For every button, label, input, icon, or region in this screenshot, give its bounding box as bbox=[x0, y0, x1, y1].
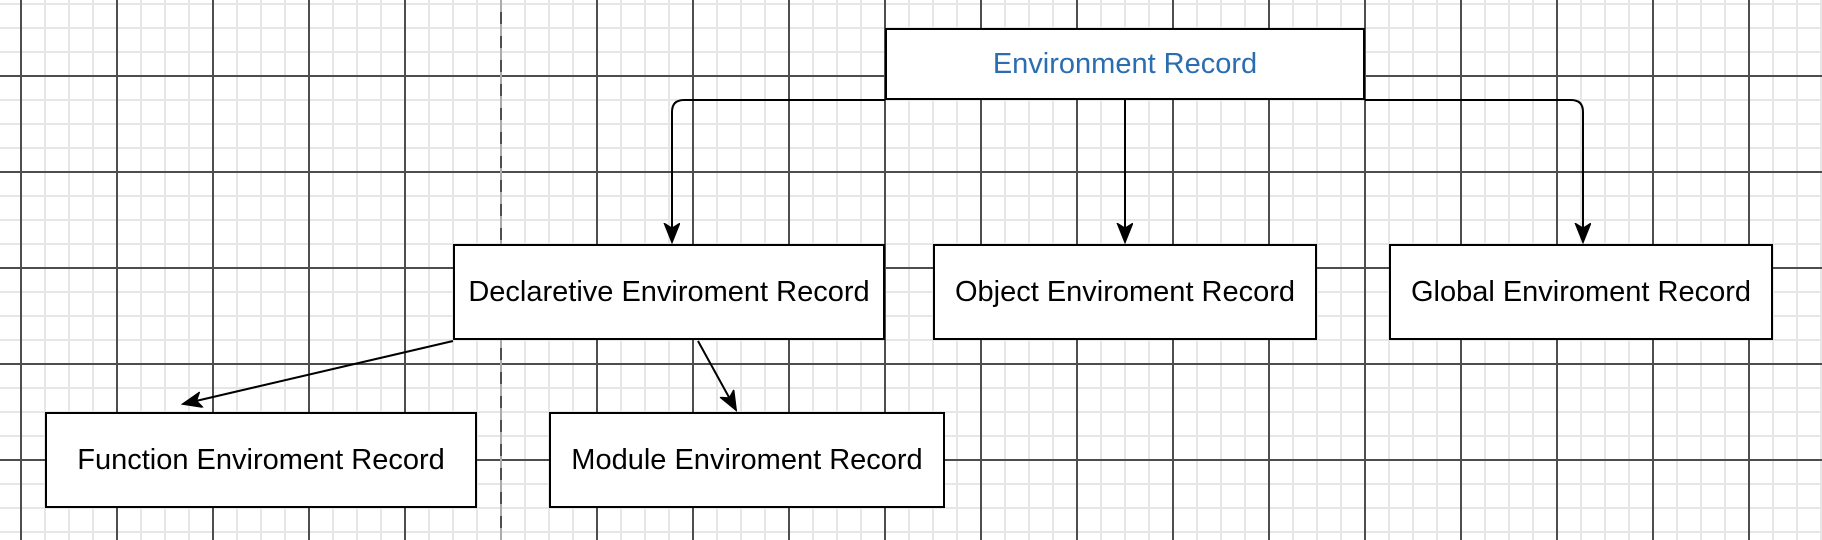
node-environment-record-label: Environment Record bbox=[992, 47, 1258, 80]
edge-declarative-to-module[interactable] bbox=[697, 340, 736, 410]
node-declarative-environment-record-label: Declaretive Enviroment Record bbox=[468, 275, 870, 308]
node-environment-record[interactable]: Environment Record bbox=[885, 28, 1365, 100]
node-module-environment-record-label: Module Enviroment Record bbox=[571, 443, 923, 476]
edge-environment-to-global[interactable] bbox=[1365, 99, 1583, 242]
node-module-environment-record[interactable]: Module Enviroment Record bbox=[549, 412, 945, 508]
edge-declarative-to-function[interactable] bbox=[183, 340, 454, 404]
node-object-environment-record-label: Object Enviroment Record bbox=[954, 275, 1296, 308]
node-declarative-environment-record[interactable]: Declaretive Enviroment Record bbox=[453, 244, 885, 340]
edge-environment-to-declarative[interactable] bbox=[672, 99, 885, 242]
node-object-environment-record[interactable]: Object Enviroment Record bbox=[933, 244, 1317, 340]
node-global-environment-record-label: Global Enviroment Record bbox=[1410, 275, 1752, 308]
node-function-environment-record-label: Function Enviroment Record bbox=[77, 443, 445, 476]
node-global-environment-record[interactable]: Global Enviroment Record bbox=[1389, 244, 1773, 340]
node-function-environment-record[interactable]: Function Enviroment Record bbox=[45, 412, 477, 508]
